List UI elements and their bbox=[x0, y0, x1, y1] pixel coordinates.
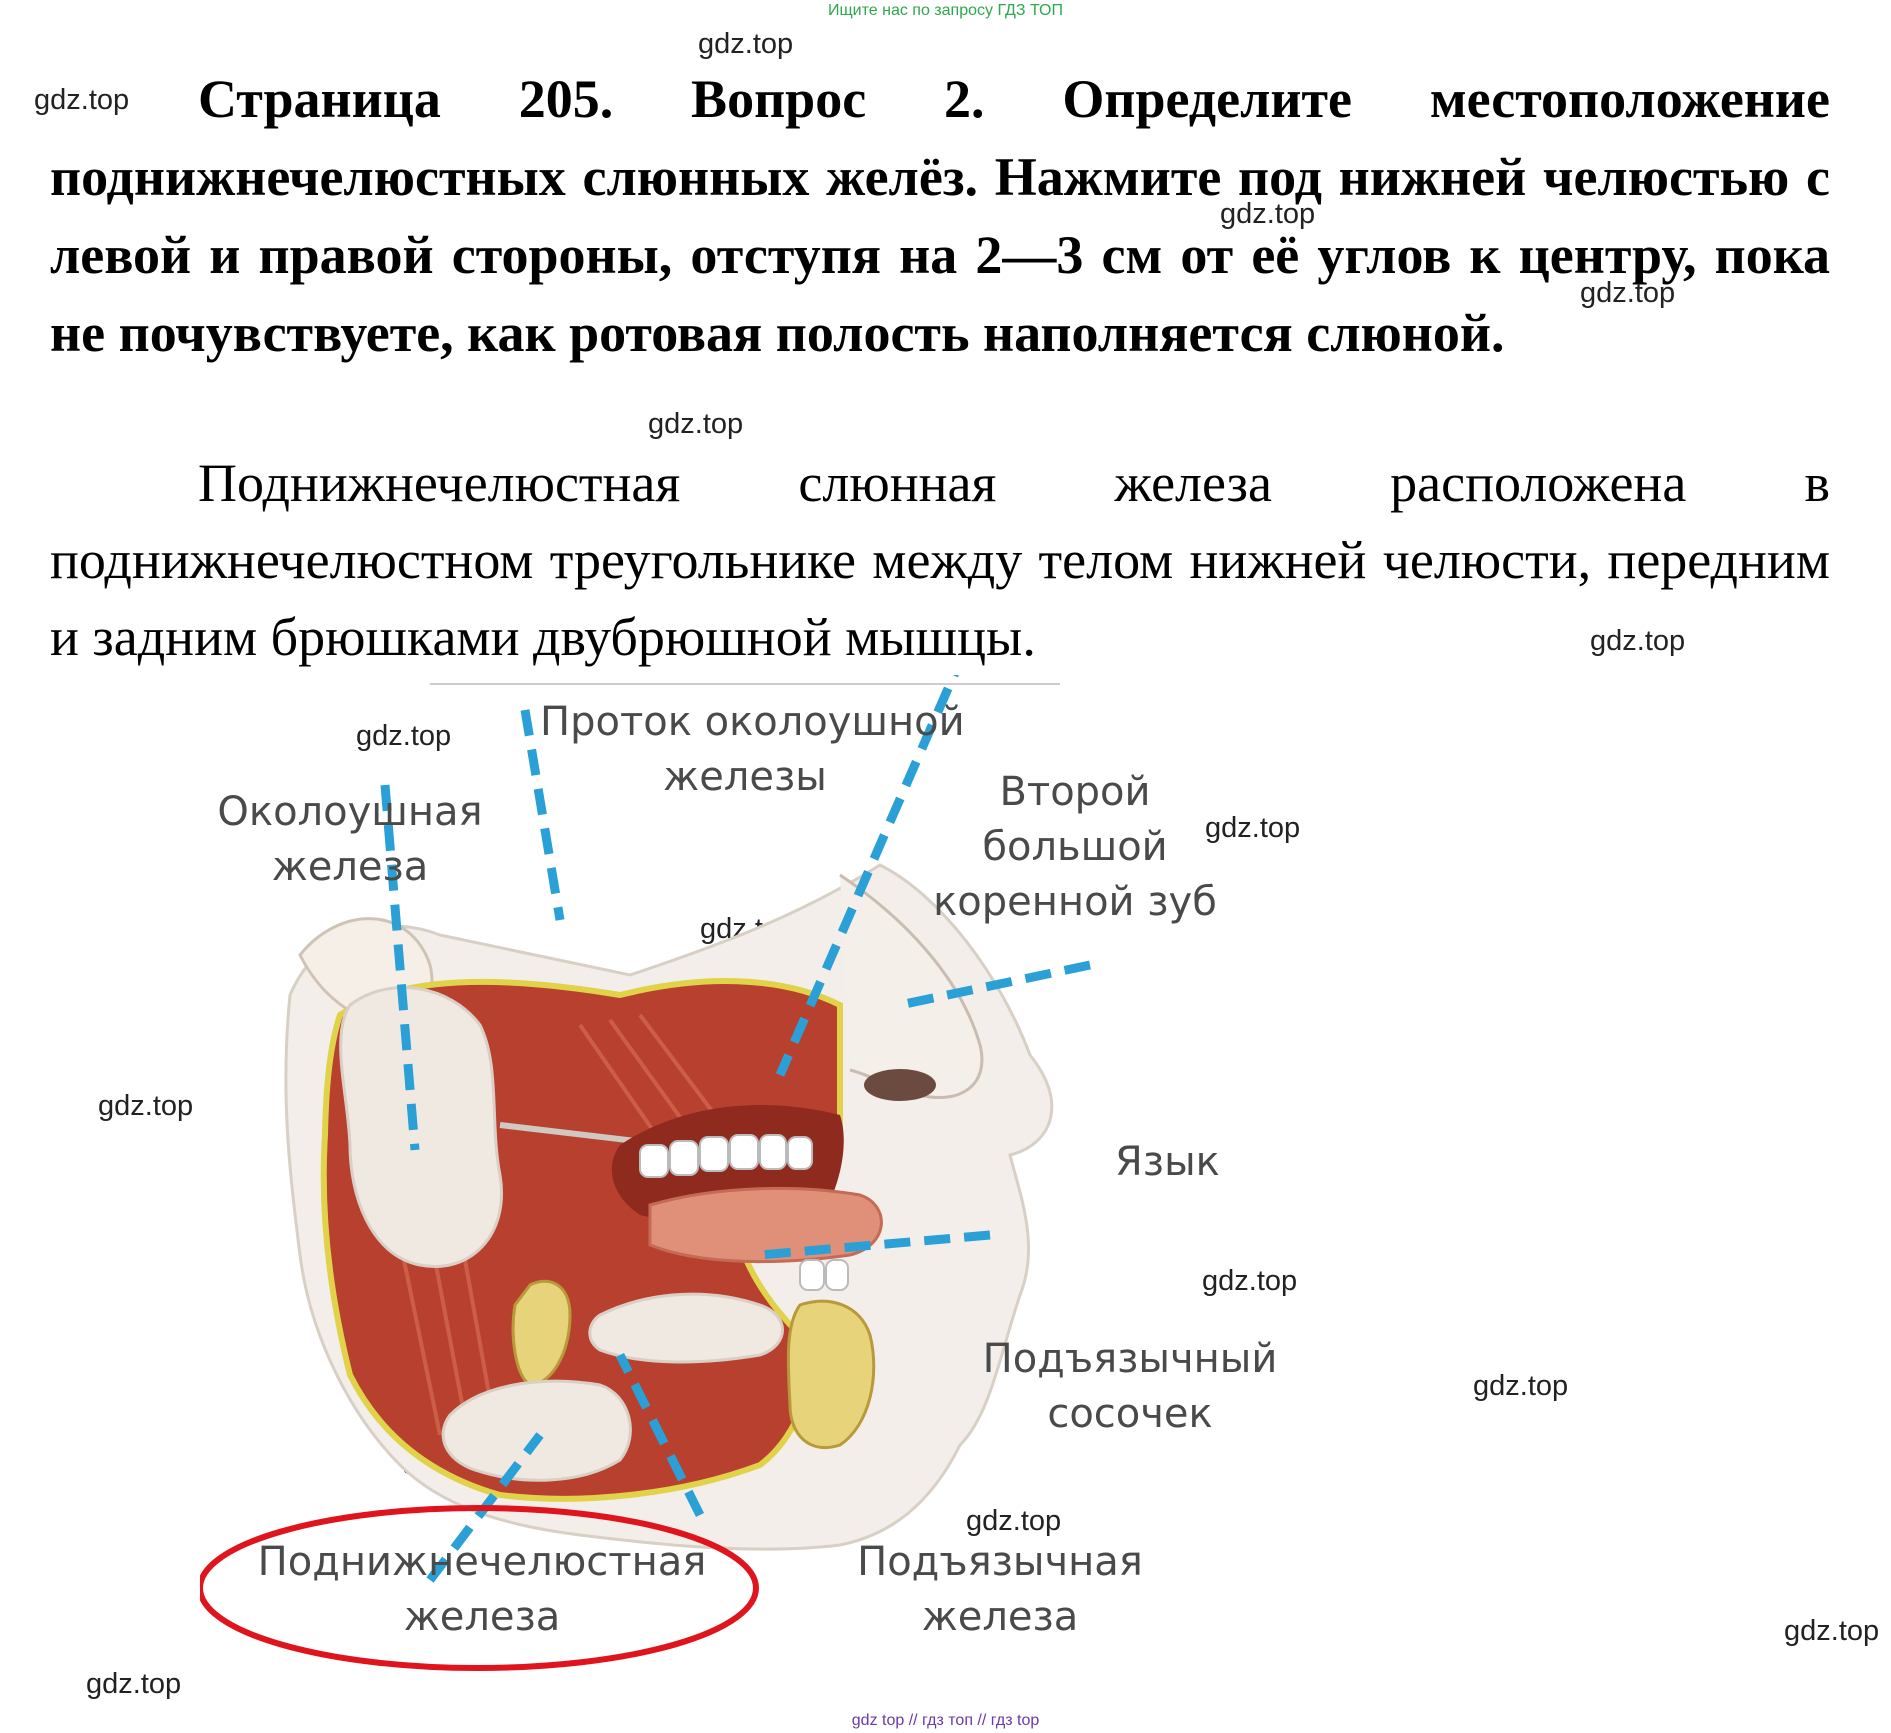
label-submandibular-1: Поднижнечелюстная bbox=[258, 1539, 707, 1585]
question-text: Страница 205. Вопрос 2. Определите место… bbox=[50, 69, 1830, 363]
label-sublingual-gland-2: железа bbox=[922, 1594, 1079, 1640]
footer-links: gdz top // гдз топ // гдз top bbox=[851, 1712, 1040, 1729]
watermark: gdz.top bbox=[966, 1505, 1062, 1537]
answer-text: Поднижнечелюстная слюнная железа располо… bbox=[50, 453, 1830, 667]
label-molar-2: большой bbox=[982, 824, 1167, 870]
watermark: gdz.top bbox=[34, 84, 130, 116]
submandibular-gland bbox=[441, 1379, 632, 1482]
watermark: gdz.top bbox=[1784, 1615, 1880, 1647]
label-tongue: Язык bbox=[1115, 1139, 1220, 1185]
nostril bbox=[864, 1069, 936, 1101]
label-sublingual-papilla-2: сосочек bbox=[1047, 1391, 1212, 1437]
mandible-section-rear bbox=[511, 1279, 572, 1387]
mandible-section bbox=[786, 1299, 876, 1450]
watermark: gdz.top bbox=[1220, 198, 1316, 230]
lower-teeth bbox=[799, 1259, 849, 1291]
upper-teeth bbox=[639, 1134, 813, 1178]
tongue-shape bbox=[648, 1186, 883, 1264]
sublingual-gland bbox=[588, 1292, 784, 1364]
label-sublingual-gland-1: Подъязычная bbox=[857, 1539, 1143, 1585]
label-parotid-duct-1: Проток околоушной bbox=[540, 699, 965, 745]
label-sublingual-papilla-1: Подъязычный bbox=[983, 1336, 1278, 1382]
watermark: gdz.top bbox=[356, 720, 452, 752]
watermark: gdz.top bbox=[648, 408, 744, 440]
watermark: gdz.top bbox=[1202, 1265, 1298, 1297]
watermark: gdz.top bbox=[1580, 277, 1676, 309]
watermark: gdz.top bbox=[1590, 625, 1686, 657]
watermark: gdz.top bbox=[1205, 812, 1301, 844]
label-molar-1: Второй bbox=[999, 769, 1150, 815]
watermark: gdz.top bbox=[98, 1090, 194, 1122]
watermark: gdz.top bbox=[86, 1668, 182, 1700]
label-submandibular-2: железа bbox=[404, 1594, 561, 1640]
label-parotid-gland-1: Околоушная bbox=[217, 789, 482, 835]
parotid-gland bbox=[339, 986, 503, 1268]
highlight-ellipse bbox=[200, 1505, 759, 1671]
label-parotid-duct-2: железы bbox=[663, 754, 827, 800]
salivary-glands-diagram: Проток околоушной железы Околоушная желе… bbox=[200, 675, 1278, 1671]
label-parotid-gland-2: железа bbox=[272, 844, 429, 890]
search-banner: Ищите нас по запросу ГДЗ ТОП bbox=[828, 2, 1063, 19]
watermark: gdz.top bbox=[698, 28, 794, 60]
label-molar-3: коренной зуб bbox=[933, 879, 1217, 925]
watermark: gdz.top bbox=[1473, 1370, 1569, 1402]
